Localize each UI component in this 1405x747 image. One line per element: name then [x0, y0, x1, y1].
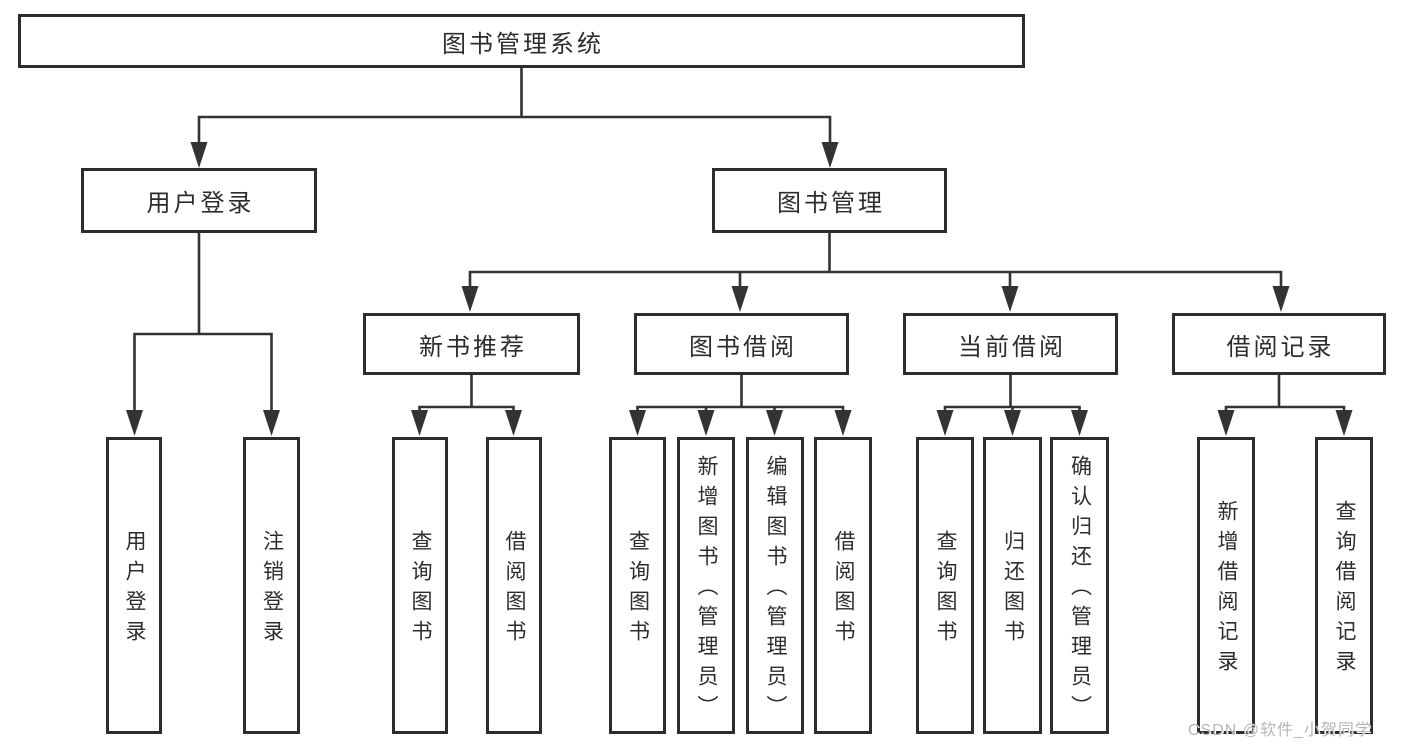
node-user-login-group: 用户登录 [81, 168, 317, 233]
leaf-borrowing-borrow-books-label: 借阅图书 [832, 530, 855, 650]
leaf-records-add-record: 新增借阅记录 [1197, 437, 1255, 734]
leaf-current-confirm-return-admin: 确认归还（管理员） [1050, 437, 1109, 734]
leaf-borrowing-query-books: 查询图书 [609, 437, 666, 734]
arrowhead [505, 410, 522, 436]
arrowhead [766, 410, 783, 436]
leaf-borrowing-edit-books-admin-label: 编辑图书（管理员） [764, 455, 787, 725]
leaf-recommend-borrow-books: 借阅图书 [486, 437, 542, 734]
leaf-borrowing-query-books-label: 查询图书 [626, 530, 650, 650]
arrowhead [1004, 410, 1021, 436]
connector-current-children [943, 375, 1081, 411]
leaf-recommend-borrow-books-label: 借阅图书 [503, 530, 526, 650]
leaf-borrowing-add-books-admin: 新增图书（管理员） [677, 437, 735, 734]
node-book-management: 图书管理 [712, 168, 947, 233]
node-book-borrowing: 图书借阅 [634, 313, 849, 375]
leaf-recommend-query-books: 查询图书 [392, 437, 448, 734]
arrowhead [1217, 410, 1235, 436]
leaf-current-return-books-label: 归还图书 [1001, 530, 1025, 650]
leaf-recommend-query-books-label: 查询图书 [409, 530, 432, 650]
arrowhead [834, 410, 852, 436]
arrowhead [190, 142, 208, 168]
leaf-records-add-record-label: 新增借阅记录 [1215, 500, 1238, 680]
arrowhead [821, 142, 839, 168]
connector-recommend-children [418, 375, 515, 411]
leaf-logout-label: 注销登录 [260, 530, 284, 650]
leaf-borrowing-add-books-admin-label: 新增图书（管理员） [695, 455, 718, 725]
arrowhead [126, 410, 143, 436]
leaf-records-query-record: 查询借阅记录 [1315, 437, 1373, 734]
arrowhead [629, 410, 646, 436]
leaf-user-login: 用户登录 [106, 437, 162, 734]
connector-root-level1 [197, 68, 832, 143]
node-borrow-records: 借阅记录 [1172, 313, 1386, 375]
node-current-borrowing: 当前借阅 [903, 313, 1118, 375]
arrowhead [1001, 286, 1019, 312]
leaf-logout: 注销登录 [243, 437, 300, 734]
node-root: 图书管理系统 [18, 14, 1025, 68]
arrowhead [1071, 410, 1088, 436]
leaf-user-login-label: 用户登录 [123, 530, 146, 650]
leaf-current-confirm-return-admin-label: 确认归还（管理员） [1068, 455, 1092, 725]
connector-borrowing-children [636, 375, 845, 411]
leaf-records-query-record-label: 查询借阅记录 [1333, 500, 1356, 680]
leaf-current-query-books-label: 查询图书 [934, 530, 957, 650]
connector-records-children [1224, 375, 1346, 411]
leaf-current-return-books: 归还图书 [983, 437, 1042, 734]
leaf-current-query-books: 查询图书 [916, 437, 974, 734]
arrowhead [1272, 286, 1290, 312]
arrowhead [697, 410, 715, 436]
node-new-book-recommend: 新书推荐 [363, 313, 580, 375]
arrowhead [1335, 410, 1353, 436]
arrowhead [263, 410, 280, 436]
arrowhead [411, 410, 428, 436]
connector-login-children [133, 233, 273, 412]
arrowhead [731, 286, 749, 312]
connector-manage-level2 [468, 233, 1283, 287]
leaf-borrowing-borrow-books: 借阅图书 [814, 437, 872, 734]
arrowhead [936, 410, 954, 436]
leaf-borrowing-edit-books-admin: 编辑图书（管理员） [746, 437, 804, 734]
arrowhead [461, 286, 479, 312]
watermark: CSDN @软件_小贺同学 [1188, 722, 1372, 739]
